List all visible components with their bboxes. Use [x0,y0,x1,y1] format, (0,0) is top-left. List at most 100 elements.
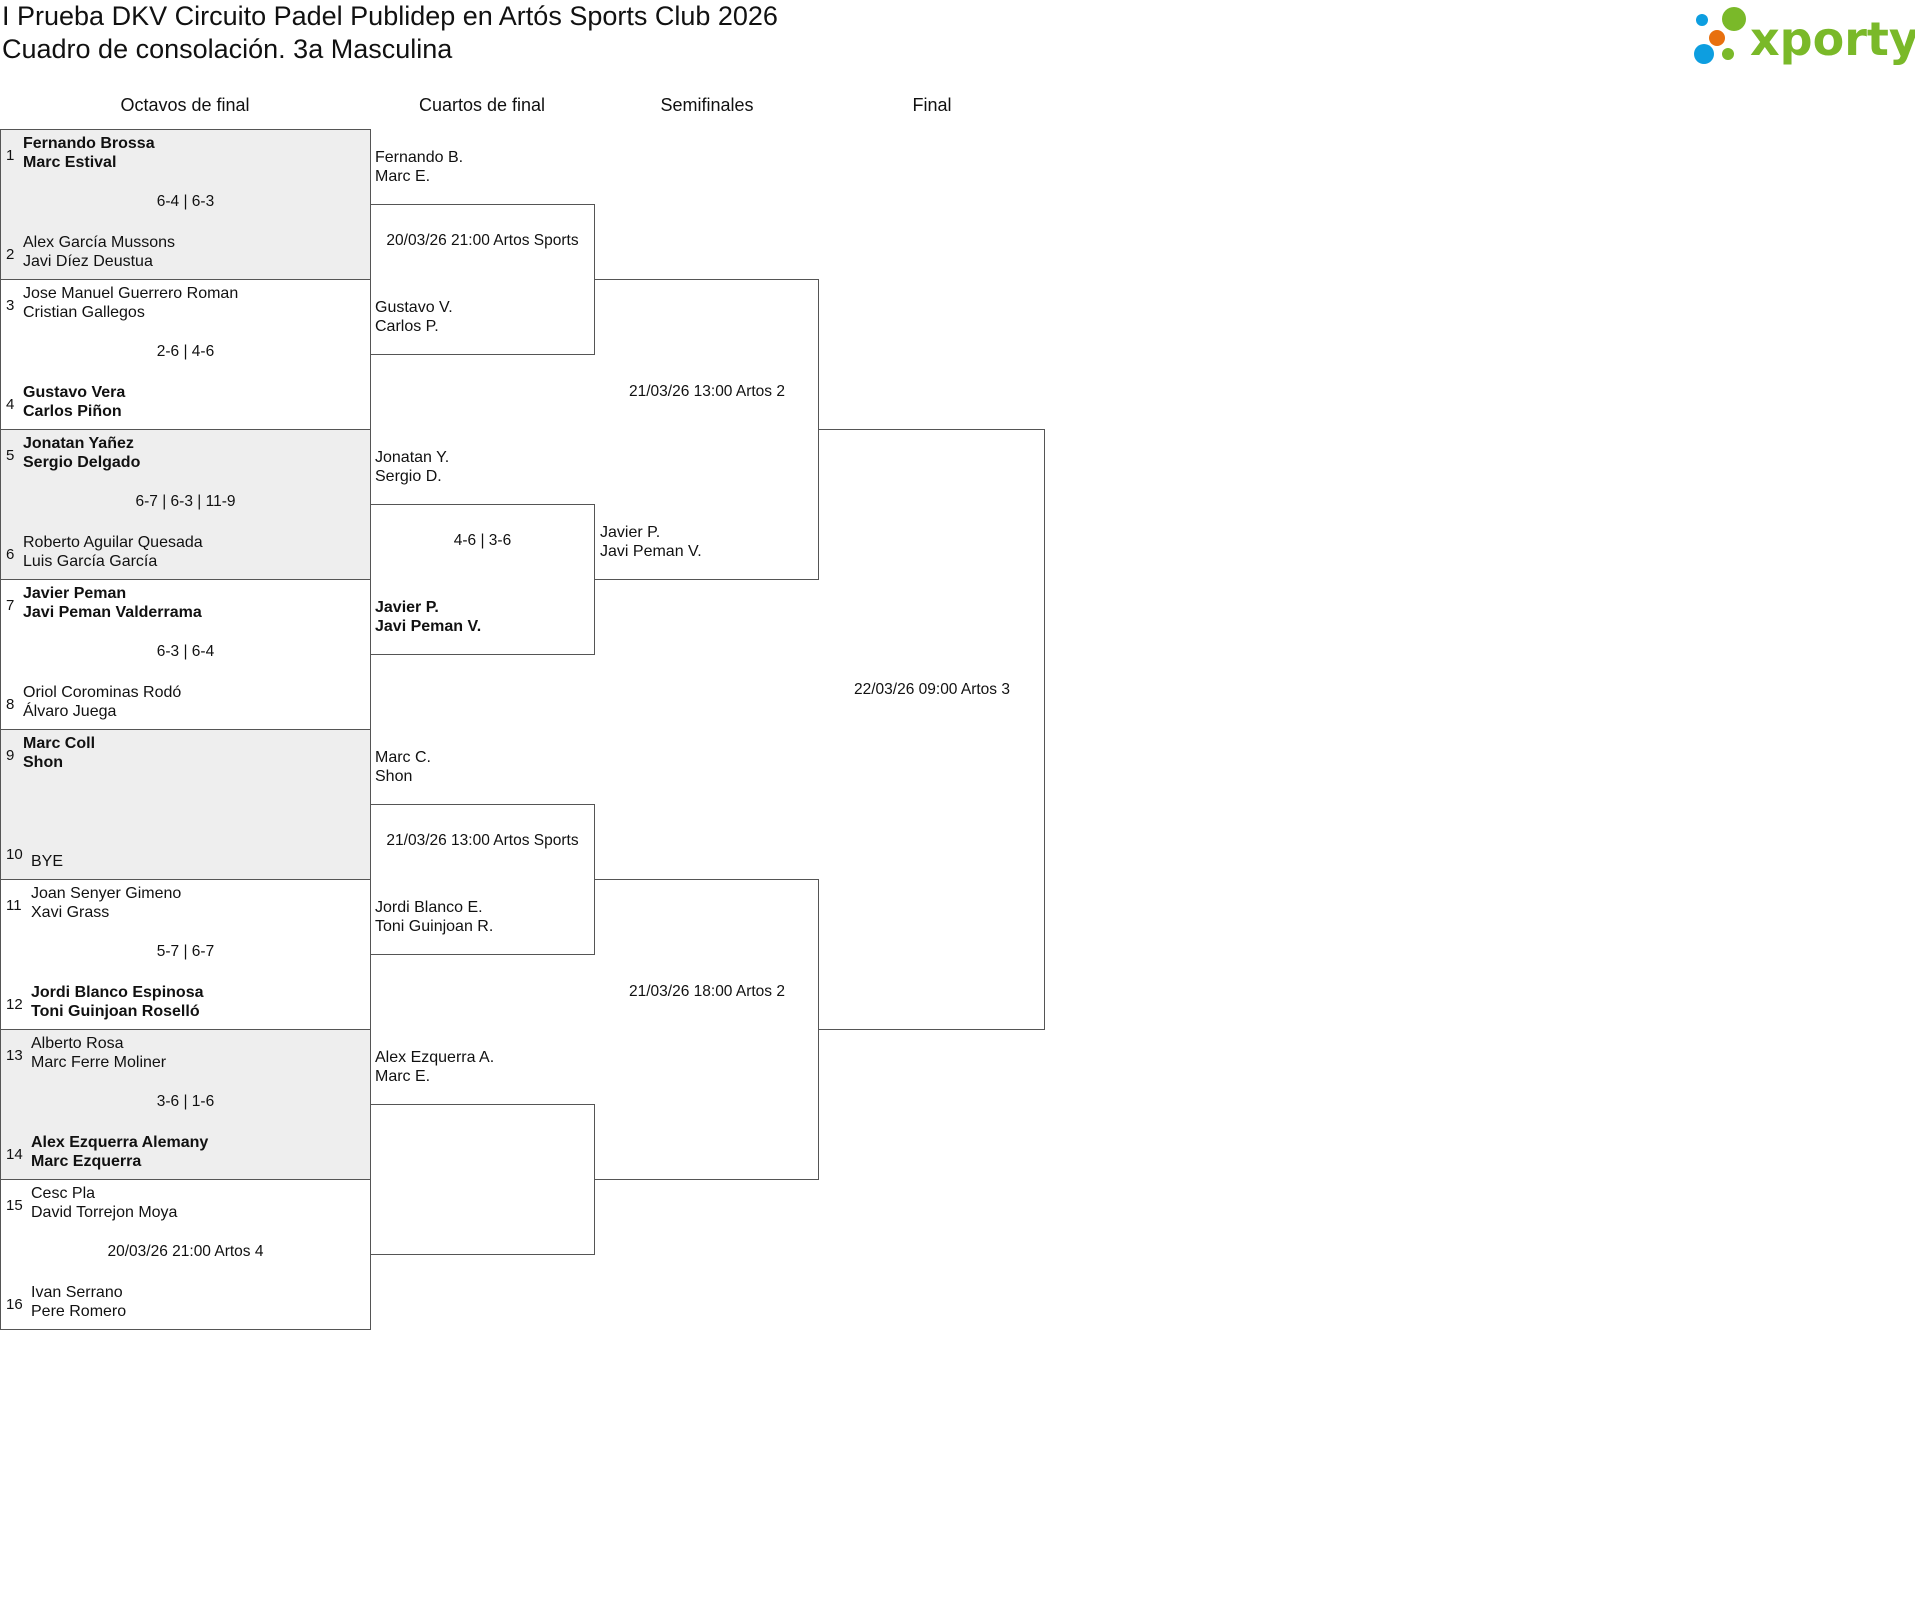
round-header-cuartos: Cuartos de final [418,95,546,115]
xporty-logo-icon: xporty [1694,7,1919,66]
seed-number: 7 [6,597,15,614]
player-name: Jordi Blanco Espinosa [31,984,204,1001]
match-info: 5-7 | 6-7 [156,943,215,960]
match-semifinal [595,879,819,1180]
match-info: 4-6 | 3-6 [453,532,512,549]
seed-number: 5 [6,447,15,464]
player-name: Javi Peman Valderrama [23,604,202,621]
player-name: Ivan Serrano [31,1284,123,1301]
player-name [31,833,63,852]
team-bottom[interactable]: Jordi Blanco E.Toni Guinjoan R. [375,898,493,936]
logo-wordmark: xporty [1750,12,1915,66]
player-name: Gustavo Vera [23,384,126,401]
player-name: Javi Peman V. [375,618,482,635]
player-name: Álvaro Juega [23,703,117,720]
team-bottom[interactable]: Javier P. Javi Peman V. [375,598,481,636]
team-top[interactable]: Marc C.Shon [375,748,431,786]
player-name: Toni Guinjoan Roselló [31,1003,200,1020]
match-info: 3-6 | 1-6 [156,1093,215,1110]
match-info: 20/03/26 21:00 Artos Sports [386,232,579,249]
player-name: Carlos P. [375,318,439,335]
player-name: Sergio Delgado [23,454,141,471]
player-name: Marc E. [375,168,431,185]
player-name: Gustavo V. [375,299,453,316]
round-header-semifinales: Semifinales [660,95,754,115]
match-info: 6-3 | 6-4 [156,643,215,660]
team-bottom[interactable]: Javier P. Javi Peman V. [600,523,702,561]
team-top[interactable]: Fernando B. Marc E. [375,148,463,186]
match-cuartos [370,504,595,655]
xporty-logo[interactable]: xporty [1690,4,1919,66]
match-info: 22/03/26 09:00 Artos 3 [854,681,1010,698]
player-name: Javier P. [600,524,661,541]
team-bottom[interactable]: BYE [31,833,63,871]
player-name: Pere Romero [31,1303,127,1320]
player-name: Alex Ezquerra A. [375,1049,495,1066]
seed-number: 1 [6,147,15,164]
player-name: Cristian Gallegos [23,304,145,321]
player-name: David Torrejon Moya [31,1204,178,1221]
player-name: Sergio D. [375,468,442,485]
match-info: 6-4 | 6-3 [156,193,215,210]
player-name: Carlos Piñon [23,403,122,420]
player-name: Alberto Rosa [31,1035,124,1052]
match-cuartos [370,804,595,955]
match-info: 21/03/26 13:00 Artos 2 [629,383,785,400]
player-name: Xavi Grass [31,904,110,921]
match-cuartos [370,204,595,355]
player-name: Marc Coll [23,735,96,752]
match-info: 20/03/26 21:00 Artos 4 [107,1243,264,1260]
match-semifinal [595,279,819,580]
player-name: Oriol Corominas Rodó [23,684,182,701]
match-info: 2-6 | 4-6 [156,343,215,360]
seed-number: 9 [6,747,15,764]
player-name: Toni Guinjoan R. [375,918,494,935]
seed-number: 15 [6,1197,23,1214]
player-name: Shon [375,768,413,785]
team-top[interactable]: Alex Ezquerra A.Marc E. [375,1048,494,1086]
player-name: Roberto Aguilar Quesada [23,534,203,551]
player-name: Javier Peman [23,585,127,602]
seed-number: 13 [6,1047,23,1064]
player-name: Javier P. [375,599,439,616]
seed-number: 16 [6,1296,23,1313]
match-final [819,429,1045,1030]
round-header-final: Final [912,95,952,115]
player-name: Joan Senyer Gimeno [31,885,182,902]
match-info: 21/03/26 13:00 Artos Sports [386,832,579,849]
player-name: Javi Peman V. [600,543,702,560]
player-name: Jonatan Yañez [23,435,134,452]
seed-number: 4 [6,396,15,413]
seed-number: 2 [6,246,15,263]
team-bottom[interactable]: Gustavo V. Carlos P. [375,298,453,336]
seed-number: 11 [6,897,22,914]
seed-number: 12 [6,996,23,1013]
player-name: BYE [31,853,64,870]
player-name: Alex Ezquerra Alemany [31,1134,209,1151]
team-top[interactable]: Jonatan Y.Sergio D. [375,448,449,486]
player-name: Fernando B. [375,149,464,166]
